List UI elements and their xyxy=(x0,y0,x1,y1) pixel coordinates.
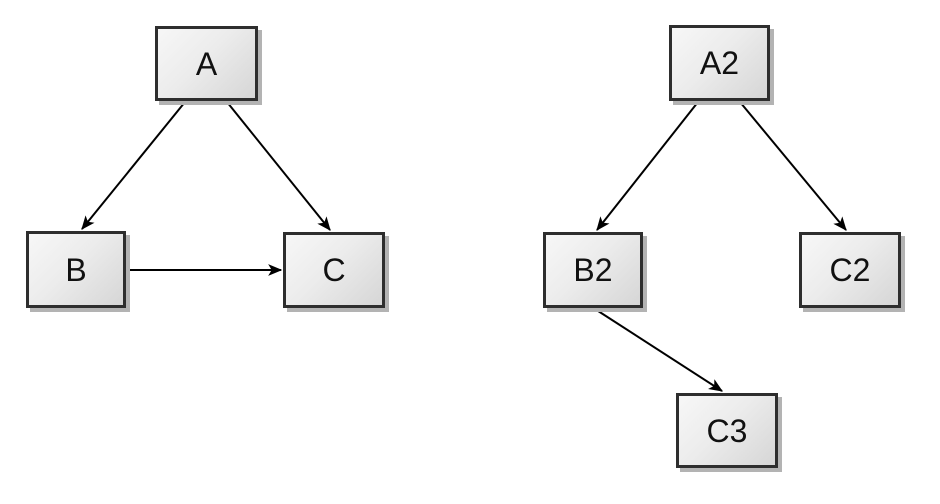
node-label-B: B xyxy=(65,251,87,288)
node-label-A: A xyxy=(195,45,218,82)
node-B2: B2 xyxy=(543,232,643,308)
edge-arrow-A-to-C xyxy=(226,101,331,231)
node-B: B xyxy=(26,231,126,308)
edge-group xyxy=(81,101,847,392)
node-label-B2: B2 xyxy=(573,252,613,288)
node-A2: A2 xyxy=(669,25,770,101)
node-C3: C3 xyxy=(676,393,778,468)
edge-arrow-A2-to-B2 xyxy=(596,101,699,231)
node-label-C3: C3 xyxy=(706,412,748,449)
node-label-C2: C2 xyxy=(829,252,871,288)
node-A: A xyxy=(155,26,258,101)
edge-arrow-B2-to-C3 xyxy=(594,308,723,392)
node-C: C xyxy=(283,232,385,308)
node-C2: C2 xyxy=(799,232,901,308)
edge-arrow-A2-to-C2 xyxy=(739,101,847,231)
node-label-C: C xyxy=(322,252,346,288)
edge-arrow-A-to-B xyxy=(81,101,186,230)
node-label-A2: A2 xyxy=(699,45,740,81)
